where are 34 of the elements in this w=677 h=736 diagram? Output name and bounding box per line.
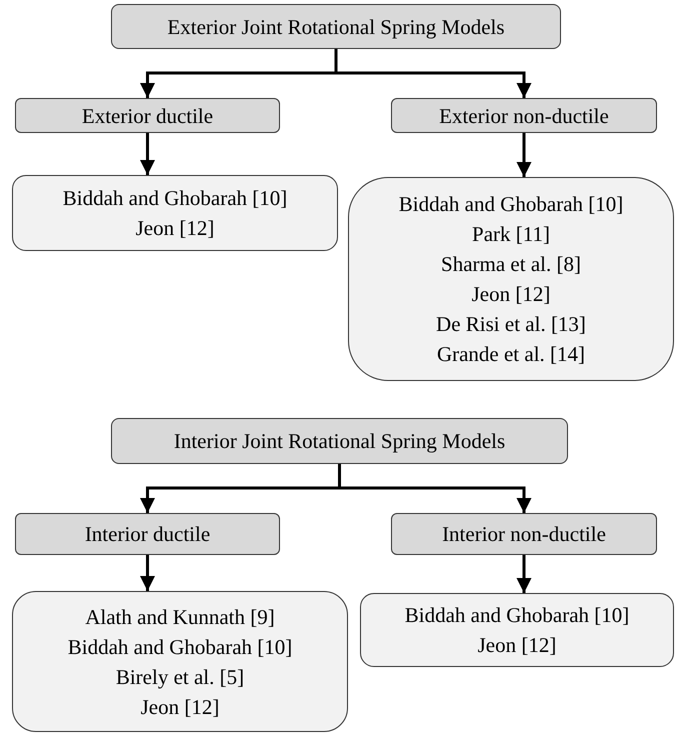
reference-text: Biddah and Ghobarah [10]	[68, 634, 292, 660]
category-box	[15, 513, 280, 555]
category-box	[15, 98, 280, 133]
reference-text: Alath and Kunnath [9]	[85, 604, 275, 630]
arrow	[516, 555, 532, 593]
reference-text: De Risi et al. [13]	[436, 311, 586, 338]
arrow	[140, 133, 155, 175]
arrow	[516, 133, 532, 177]
title-box	[111, 418, 568, 464]
box-title: Exterior Joint Rotational Spring Models	[167, 14, 505, 40]
reference-text: Birely et al. [5]	[116, 664, 244, 690]
box-title: Interior Joint Rotational Spring Models	[174, 428, 506, 454]
reference-text: Jeon [12]	[140, 694, 220, 720]
reference-text: Grande et al. [14]	[436, 341, 586, 368]
title-box	[111, 4, 561, 49]
category-label: Interior non-ductile	[442, 521, 606, 547]
reference-text: Park [11]	[472, 221, 550, 248]
reference-text: Jeon [12]	[472, 281, 550, 308]
category-box	[391, 98, 657, 133]
reference-text: Biddah and Ghobarah [10]	[404, 602, 630, 629]
reference-list-box	[348, 177, 674, 381]
category-box	[391, 513, 657, 555]
reference-list-box	[360, 593, 674, 667]
reference-text: Jeon [12]	[478, 632, 556, 659]
reference-list-box	[12, 175, 338, 251]
arrow	[140, 555, 155, 591]
category-label: Exterior ductile	[82, 102, 214, 128]
category-label: Interior ductile	[84, 521, 210, 547]
reference-text: Biddah and Ghobarah [10]	[398, 191, 624, 218]
reference-text: Sharma et al. [8]	[441, 251, 581, 278]
category-label: Exterior non-ductile	[439, 102, 609, 128]
reference-list-box	[12, 591, 348, 732]
reference-text: Biddah and Ghobarah [10]	[62, 185, 288, 212]
reference-text: Jeon [12]	[136, 215, 214, 242]
